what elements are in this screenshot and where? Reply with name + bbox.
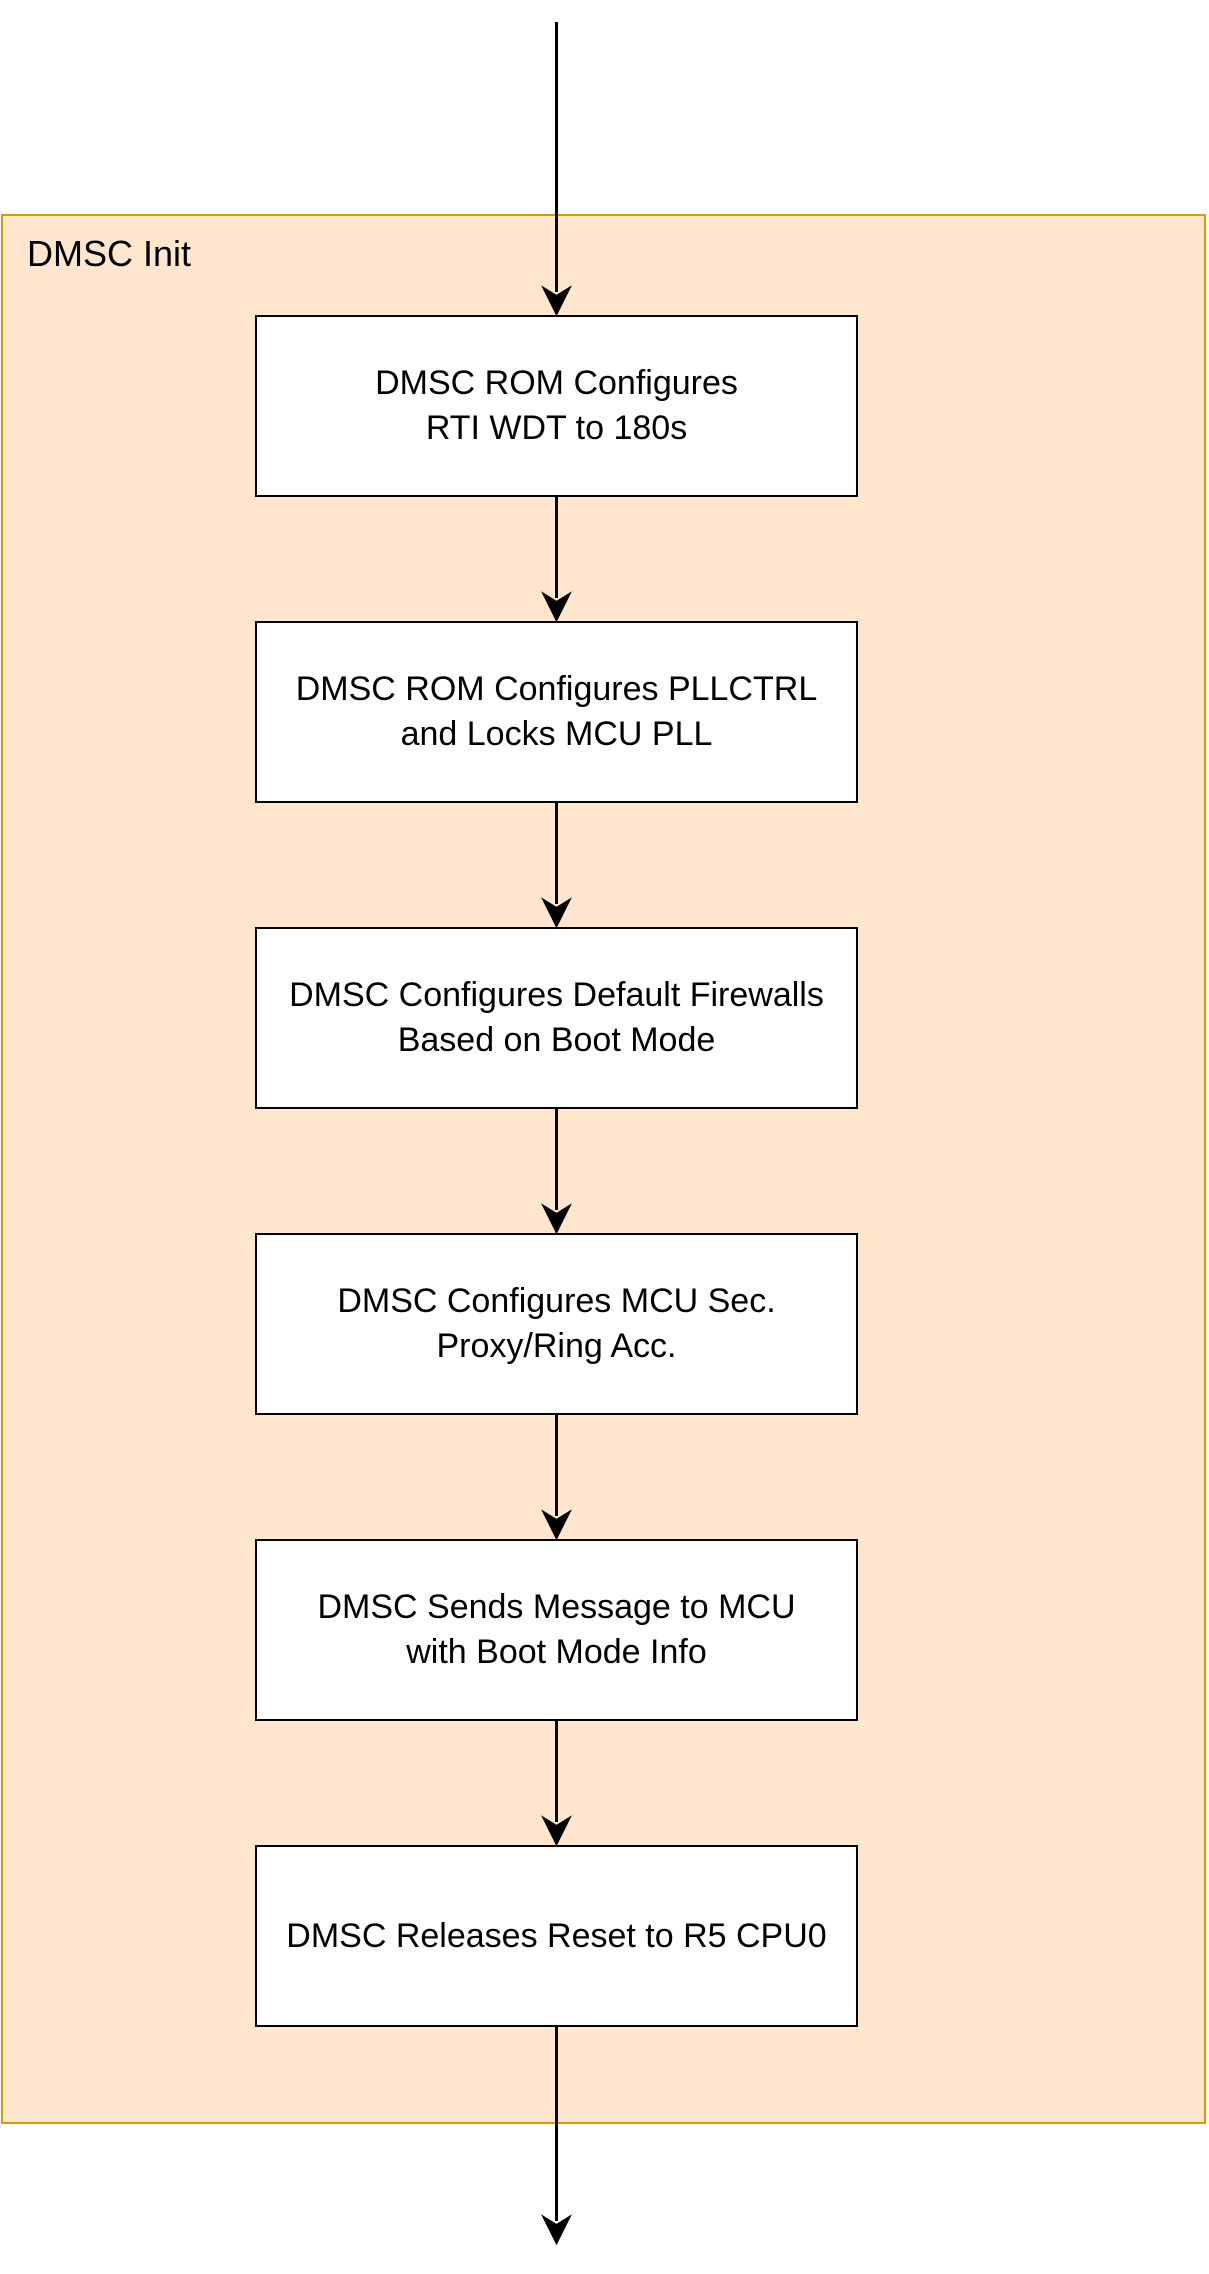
arrow-step4-to-step5-head	[541, 1509, 572, 1541]
step-release-reset: DMSC Releases Reset to R5 CPU0	[255, 1845, 858, 2027]
arrow-exit-head	[541, 2214, 572, 2246]
arrow-step1-to-step2-head	[541, 591, 572, 623]
dmsc-init-group	[1, 214, 1206, 2124]
arrow-step2-to-step3-head	[541, 897, 572, 929]
arrow-entry-head	[541, 285, 572, 317]
step-send-message: DMSC Sends Message to MCU with Boot Mode…	[255, 1539, 858, 1721]
group-label: DMSC Init	[27, 233, 192, 274]
step-pllctrl: DMSC ROM Configures PLLCTRL and Locks MC…	[255, 621, 858, 803]
step-rti-wdt: DMSC ROM Configures RTI WDT to 180s	[255, 315, 858, 497]
arrow-step5-to-step6-head	[541, 1815, 572, 1847]
step-firewalls: DMSC Configures Default Firewalls Based …	[255, 927, 858, 1109]
arrow-step3-to-step4-head	[541, 1203, 572, 1235]
step-sec-proxy: DMSC Configures MCU Sec. Proxy/Ring Acc.	[255, 1233, 858, 1415]
